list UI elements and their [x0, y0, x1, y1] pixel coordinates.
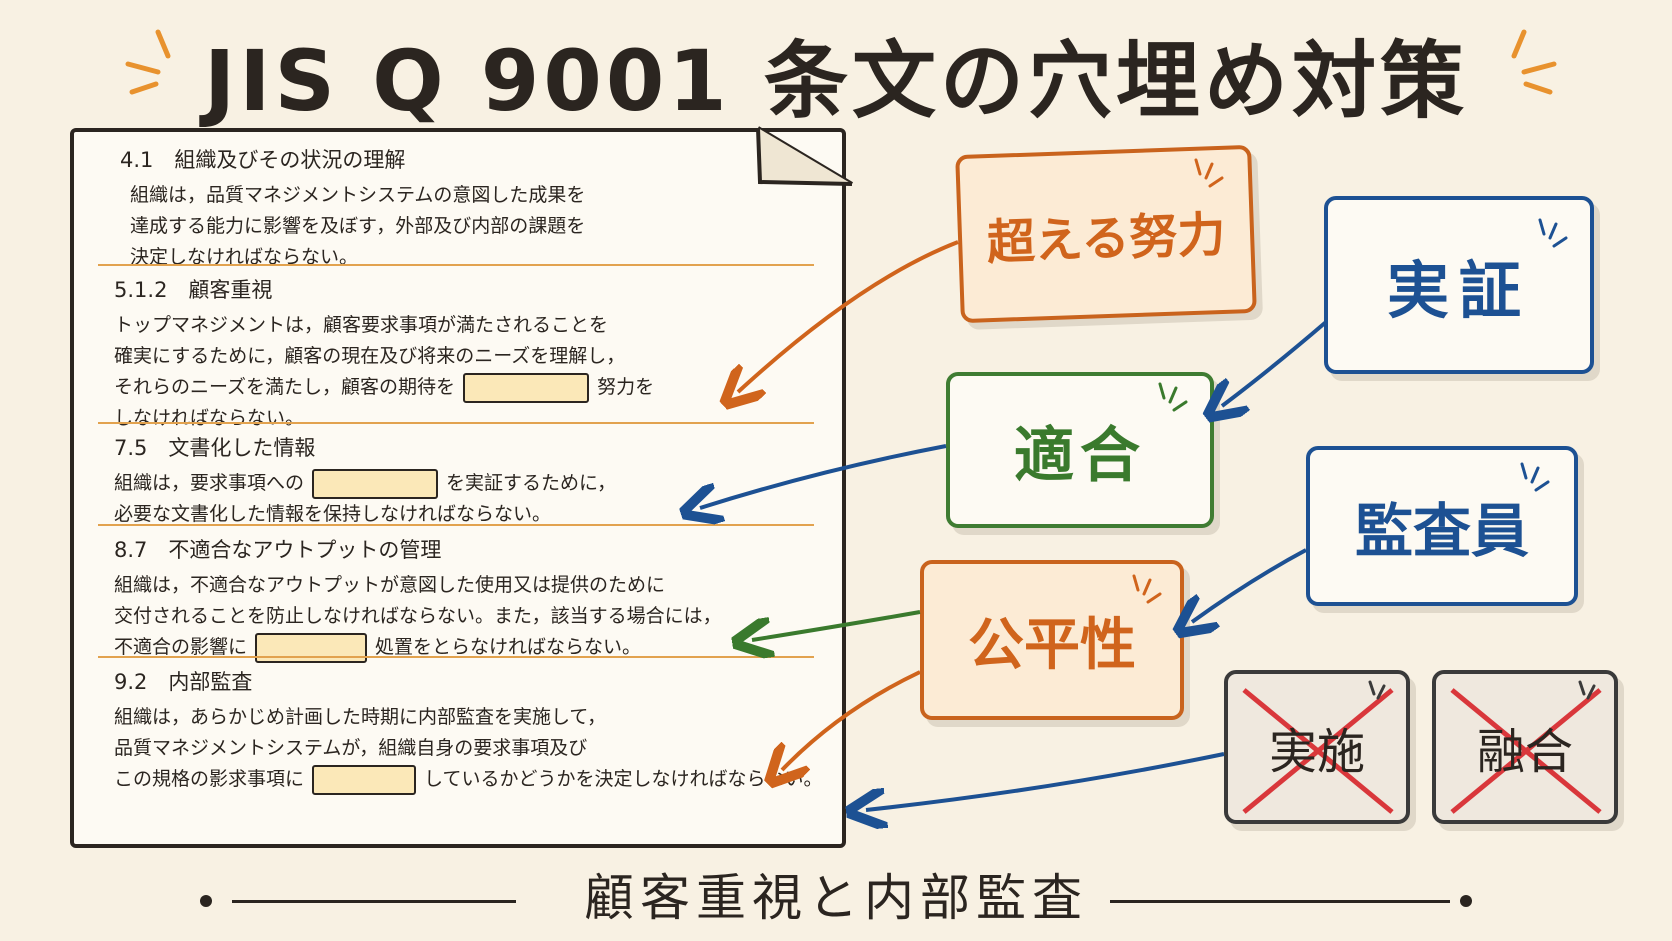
card-label: 融合: [1476, 724, 1573, 780]
answer-blank-5-1-2[interactable]: [463, 372, 590, 403]
footer-rule-left: [232, 900, 516, 903]
card-verify[interactable]: 実証: [1324, 196, 1594, 374]
card-exceed-effort[interactable]: 超える努力: [955, 144, 1257, 324]
arrow-verify-to-conform: [1222, 320, 1328, 406]
divider: [98, 264, 814, 266]
clause-text: 不適合の影響に 処置をとらなければならない。: [114, 632, 854, 663]
card-label: 超える努力: [985, 206, 1227, 272]
clause-text: 交付されることを防止しなければならない。また，該当する場合には，: [114, 605, 722, 627]
clause-document: 4.1 組織及びその状況の理解 組織は，品質マネジメントシステムの意図した成果を…: [70, 128, 846, 848]
clause-heading: 5.1.2 顧客重視: [114, 278, 273, 302]
footer-subtitle: 顧客重視と内部監査: [584, 869, 1088, 927]
blank-prefix: それらのニーズを満たし，顧客の期待を: [114, 376, 456, 398]
arrow-wrong-to-9-2: [866, 752, 1225, 810]
clause-heading: 9.2 内部監査: [114, 670, 253, 694]
card-label: 監査員: [1354, 497, 1529, 565]
blank-suffix: を実証するために，: [446, 472, 617, 494]
clause-7-5: 7.5 文書化した情報 組織は，要求事項への を実証するために， 必要な文書化した…: [114, 432, 854, 530]
answer-blank-8-7[interactable]: [255, 632, 368, 663]
divider: [98, 422, 814, 424]
clause-8-7: 8.7 不適合なアウトプットの管理 組織は，不適合なアウトプットが意図した使用又…: [114, 534, 854, 663]
clause-heading: 7.5 文書化した情報: [114, 436, 316, 460]
clause-text: 組織は，品質マネジメントシステムの意図した成果を: [130, 184, 586, 206]
footer-dot-left: [200, 895, 212, 907]
clause-text: 組織は，あらかじめ計画した時期に内部監査を実施して，: [114, 706, 607, 728]
clause-text: それらのニーズを満たし，顧客の期待を 努力を: [114, 372, 854, 403]
card-label: 適合: [1014, 420, 1146, 491]
clause-text: 組織は，要求事項への を実証するために，: [114, 468, 854, 499]
blank-prefix: この規格の影求事項に: [114, 768, 305, 790]
clause-heading: 8.7 不適合なアウトプットの管理: [114, 538, 442, 562]
clause-4-1: 4.1 組織及びその状況の理解 組織は，品質マネジメントシステムの意図した成果を…: [120, 144, 860, 273]
arrow-auditor-to-impartiality: [1192, 548, 1307, 622]
blank-suffix: 処置をとらなければならない。: [375, 636, 642, 658]
folded-corner-icon: [756, 126, 854, 186]
clause-text: 品質マネジメントシステムが，組織自身の要求事項及び: [114, 737, 588, 759]
page-title: JIS Q 9001 条文の穴埋め対策: [204, 32, 1468, 130]
card-label: 公平性: [968, 612, 1136, 678]
clause-text: 達成する能力に影響を及ぼす，外部及び内部の課題を: [130, 215, 586, 237]
clause-text: この規格の影求事項に しているかどうかを決定しなければならない。: [114, 764, 854, 795]
clause-text: しなければならない。: [114, 407, 305, 429]
answer-blank-9-2[interactable]: [312, 764, 417, 795]
clause-9-2: 9.2 内部監査 組織は，あらかじめ計画した時期に内部監査を実施して， 品質マネ…: [114, 666, 854, 795]
clause-text: 必要な文書化した情報を保持しなければならない。: [114, 503, 552, 525]
card-auditor[interactable]: 監査員: [1306, 446, 1578, 606]
blank-prefix: 組織は，要求事項への: [114, 472, 305, 494]
blank-suffix: 努力を: [597, 376, 655, 398]
clause-text: 確実にするために，顧客の現在及び将来のニーズを理解し，: [114, 345, 626, 367]
card-implement-wrong[interactable]: 実施: [1224, 670, 1410, 824]
spark-left-icon: [125, 29, 171, 95]
footer-dot-right: [1460, 895, 1472, 907]
spark-right-icon: [1511, 29, 1557, 95]
divider: [98, 524, 814, 526]
clause-text: 組織は，不適合なアウトプットが意図した使用又は提供のために: [114, 574, 666, 596]
card-label: 実証: [1386, 254, 1531, 327]
clause-5-1-2: 5.1.2 顧客重視 トップマネジメントは，顧客要求事項が満たされることを 確実…: [114, 274, 854, 434]
blank-prefix: 不適合の影響に: [114, 636, 248, 658]
clause-text: 決定しなければならない。: [130, 246, 359, 268]
clause-heading: 4.1 組織及びその状況の理解: [120, 148, 406, 172]
divider: [98, 656, 814, 658]
card-fusion-wrong[interactable]: 融合: [1432, 670, 1618, 824]
card-label: 実施: [1268, 724, 1365, 780]
card-conform[interactable]: 適合: [946, 372, 1214, 528]
footer-rule-right: [1110, 900, 1450, 903]
clause-text: トップマネジメントは，顧客要求事項が満たされることを: [114, 314, 609, 336]
blank-suffix: しているかどうかを決定しなければならない。: [424, 768, 823, 790]
card-impartiality[interactable]: 公平性: [920, 560, 1184, 720]
answer-blank-7-5[interactable]: [312, 468, 439, 499]
